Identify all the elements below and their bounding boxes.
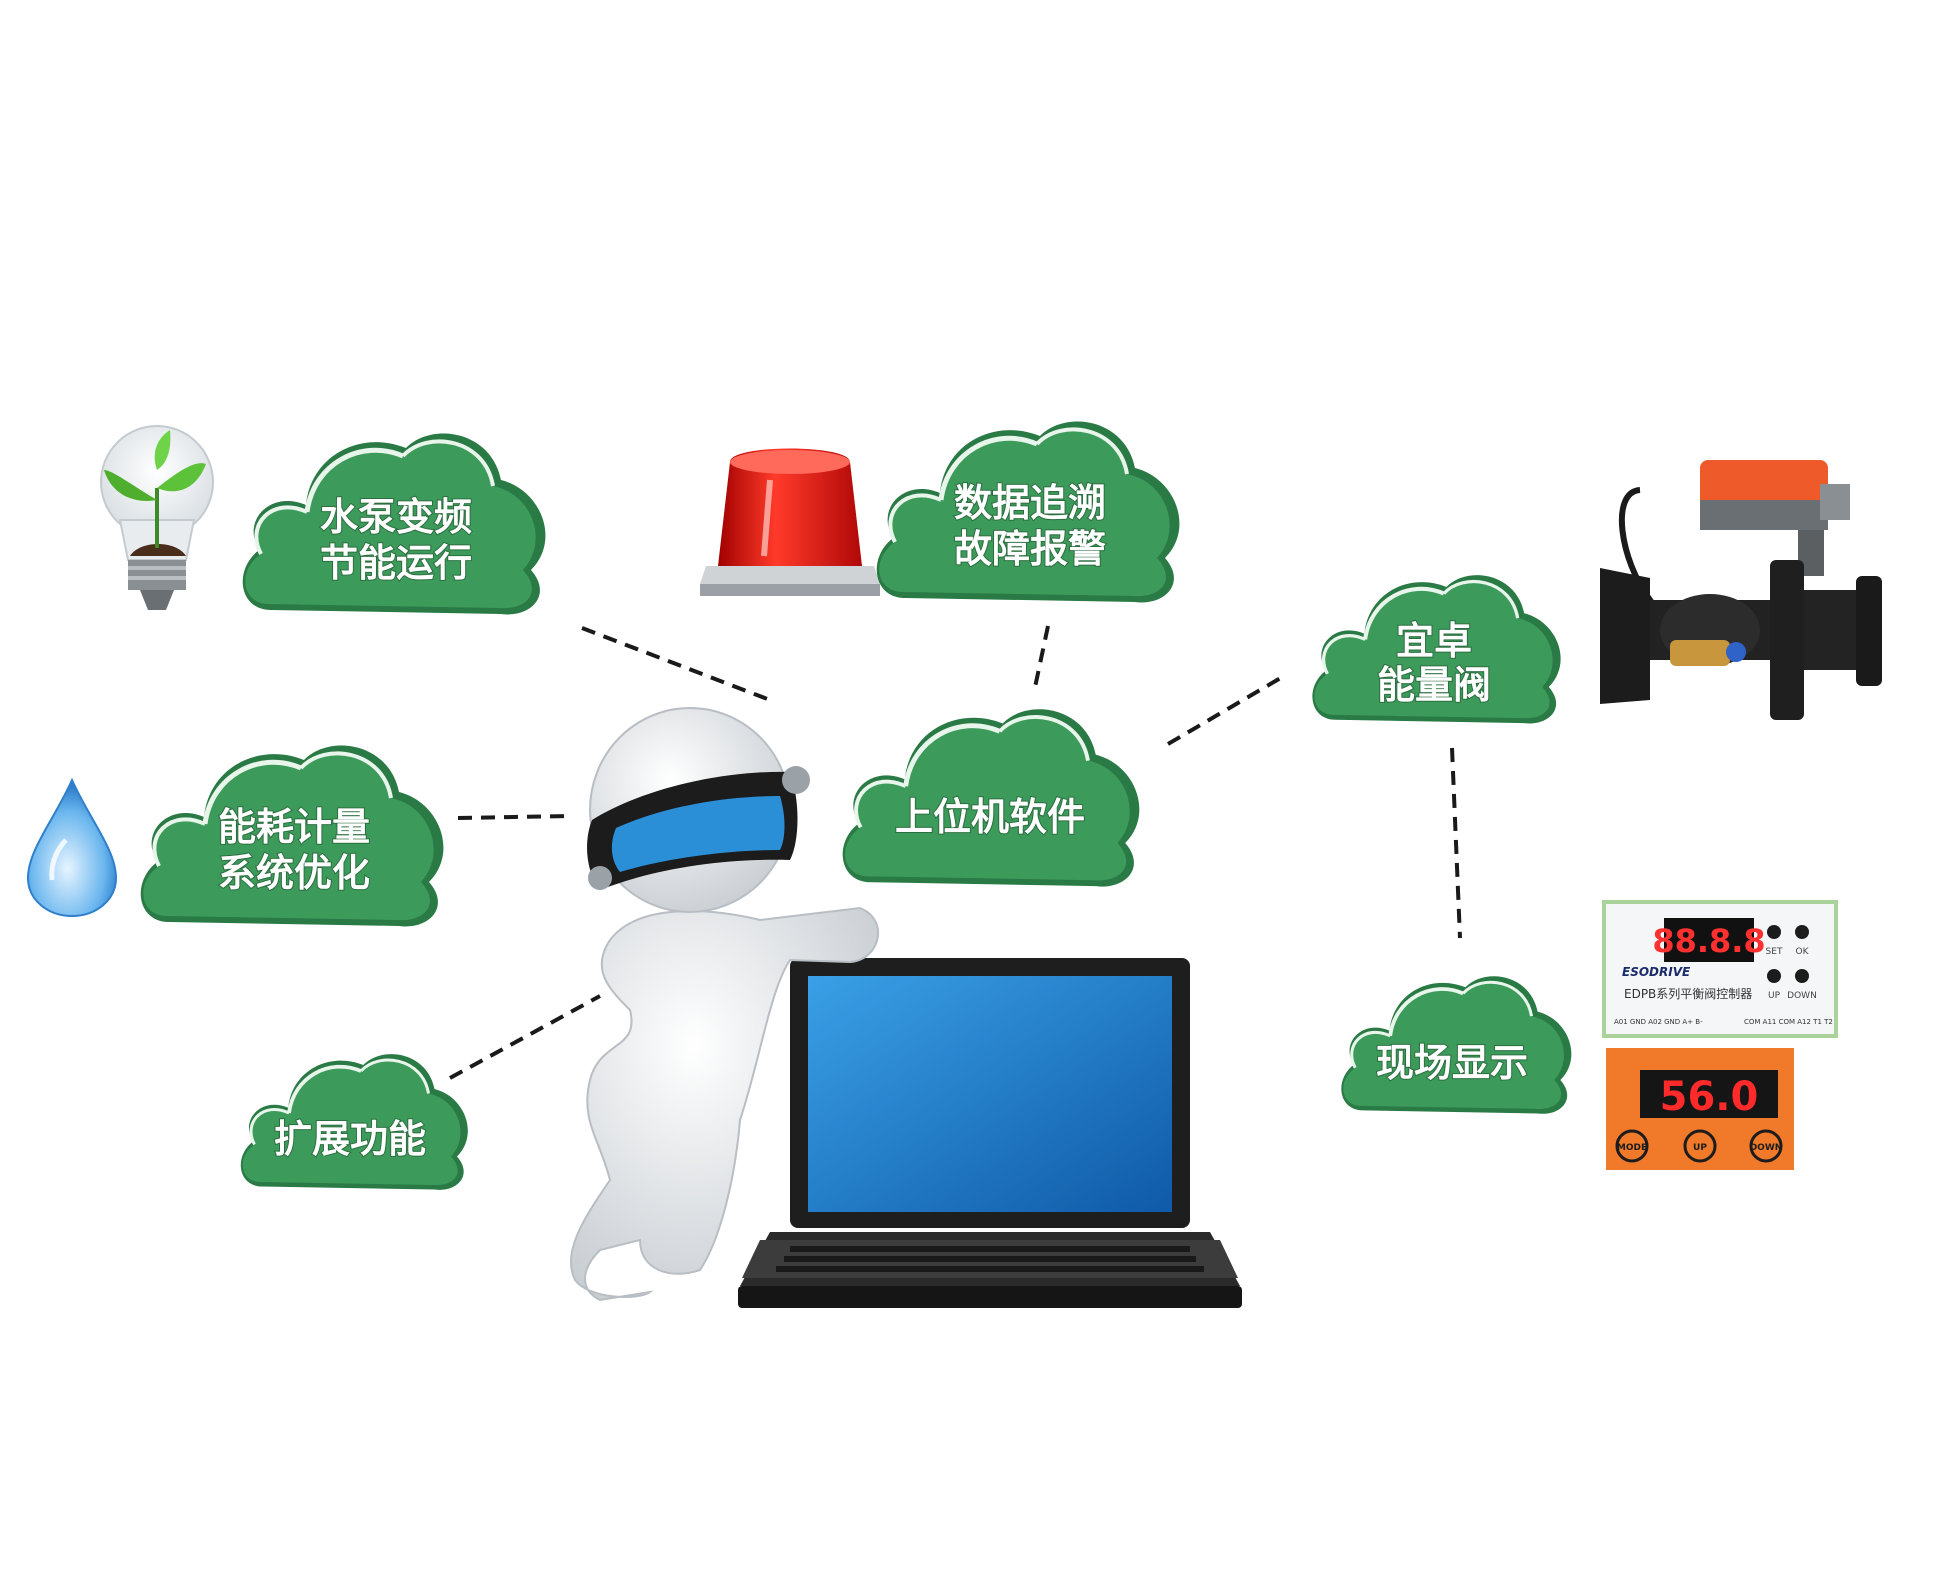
- panel1-model: EDPB系列平衡阀控制器: [1624, 987, 1752, 1001]
- cloud-energy-line2: 系统优化: [218, 851, 370, 895]
- laptop-icon: [738, 958, 1242, 1308]
- connector-data: [1032, 625, 1050, 693]
- panel1-brand: ESODRIVE: [1622, 965, 1691, 979]
- controller-panel-icon: 88.8.8 SET OK UP DOWN ESODRIVE EDPB系列平衡阀…: [1602, 900, 1838, 1038]
- cloud-extend: 扩展功能: [241, 1054, 468, 1190]
- led-display-icon: 56.0 MODE UP DOWN: [1606, 1048, 1794, 1170]
- connector-display: [1450, 747, 1462, 939]
- connector-extend: [449, 994, 601, 1080]
- cloud-valve-line2: 能量阀: [1377, 663, 1491, 707]
- lightbulb-plant-icon: [100, 425, 214, 610]
- cloud-display-line1: 现场显示: [1376, 1041, 1528, 1085]
- water-drop-icon: [26, 777, 118, 918]
- cloud-data-line2: 故障报警: [954, 527, 1106, 571]
- connector-pump: [581, 626, 771, 702]
- panel1-up-label: UP: [1768, 991, 1781, 1001]
- cloud-pump-line2: 节能运行: [320, 541, 472, 585]
- cloud-extend-line1: 扩展功能: [274, 1117, 426, 1161]
- connector-valve: [1166, 674, 1286, 746]
- alarm-light-icon: [700, 448, 880, 596]
- panel1-ok-label: OK: [1796, 947, 1810, 957]
- cloud-pump-line1: 水泵变频: [320, 495, 472, 539]
- panel1-set-label: SET: [1766, 947, 1783, 957]
- cloud-valve: 宜卓 能量阀: [1312, 575, 1560, 723]
- panel1-terminals-left: A01 GND A02 GND A+ B-: [1614, 1018, 1703, 1026]
- cloud-software: 上位机软件: [843, 709, 1140, 886]
- panel1-display: 88.8.8: [1652, 922, 1765, 960]
- cloud-energy-line1: 能耗计量: [218, 805, 370, 849]
- connector-lines: [449, 625, 1462, 1080]
- cloud-software-line1: 上位机软件: [895, 795, 1085, 839]
- valve-actuator-icon: [1600, 460, 1882, 720]
- panel2-mode-label: MODE: [1617, 1143, 1647, 1153]
- cloud-pump: 水泵变频 节能运行: [243, 434, 546, 615]
- cloud-valve-line1: 宜卓: [1396, 619, 1472, 663]
- robot-mascot-icon: [569, 707, 879, 1302]
- cloud-data: 数据追溯 故障报警: [877, 422, 1180, 603]
- panel2-display: 56.0: [1660, 1074, 1759, 1120]
- panel2-down-label: DOWN: [1750, 1143, 1783, 1153]
- panel1-down-label: DOWN: [1787, 991, 1817, 1001]
- cloud-energy: 能耗计量 系统优化: [141, 746, 444, 927]
- cloud-data-line1: 数据追溯: [954, 481, 1106, 525]
- cloud-display: 现场显示: [1341, 976, 1571, 1114]
- panel1-terminals-right: COM A11 COM A12 T1 T2: [1744, 1018, 1833, 1026]
- connector-energy: [457, 814, 569, 820]
- panel2-up-label: UP: [1693, 1143, 1707, 1153]
